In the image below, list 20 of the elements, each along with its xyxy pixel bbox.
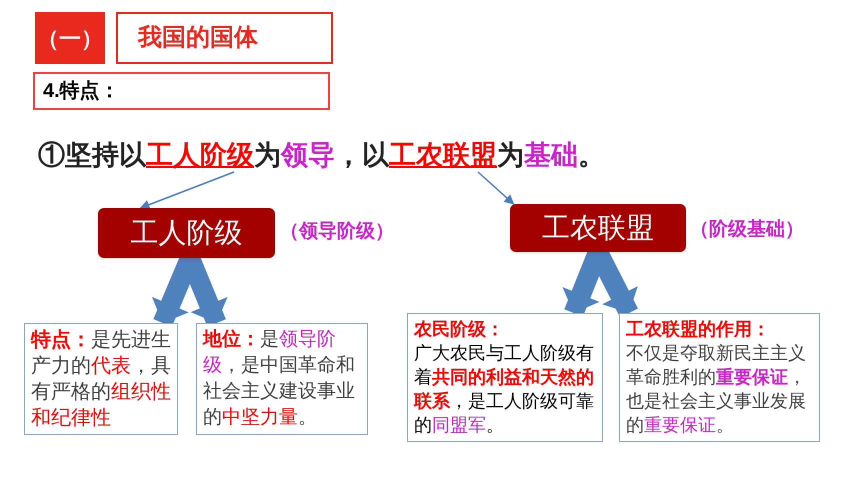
section-title-box: 我国的国体 (116, 12, 333, 64)
card-heading: 农民阶级： (414, 318, 505, 341)
card-text: 地位：是领导阶级，是中国革命和社会主义建设事业的中坚力量。 (203, 329, 355, 428)
subtitle-box: 4.特点： (33, 72, 330, 110)
text-card (196, 323, 368, 435)
alliance-box: 工农联盟 (510, 204, 686, 252)
text-card (24, 323, 178, 435)
section-number-box: （一） (35, 12, 105, 64)
key-sentence: ①坚持以工人阶级为领导，以工农联盟为基础。 (38, 138, 658, 172)
text-card (619, 313, 820, 442)
side-note: （阶级基础） (690, 218, 804, 242)
side-note: （领导阶级） (280, 220, 394, 244)
card-text: 广大农民与工人阶级有着共同的利益和天然的联系，是工人阶级可靠的同盟军。 (414, 342, 595, 437)
arrow (478, 171, 514, 205)
card-text: 特点：是先进生产力的代表，具有严格的组织性和纪律性 (31, 329, 171, 429)
class-box: 工人阶级 (98, 208, 275, 258)
arrow (140, 171, 234, 210)
card-text: 不仅是夺取新民主主义革命胜利的重要保证，也是社会主义事业发展的重要保证。 (626, 342, 807, 437)
text-card (407, 313, 603, 442)
card-heading: 工农联盟的作用： (626, 318, 771, 341)
